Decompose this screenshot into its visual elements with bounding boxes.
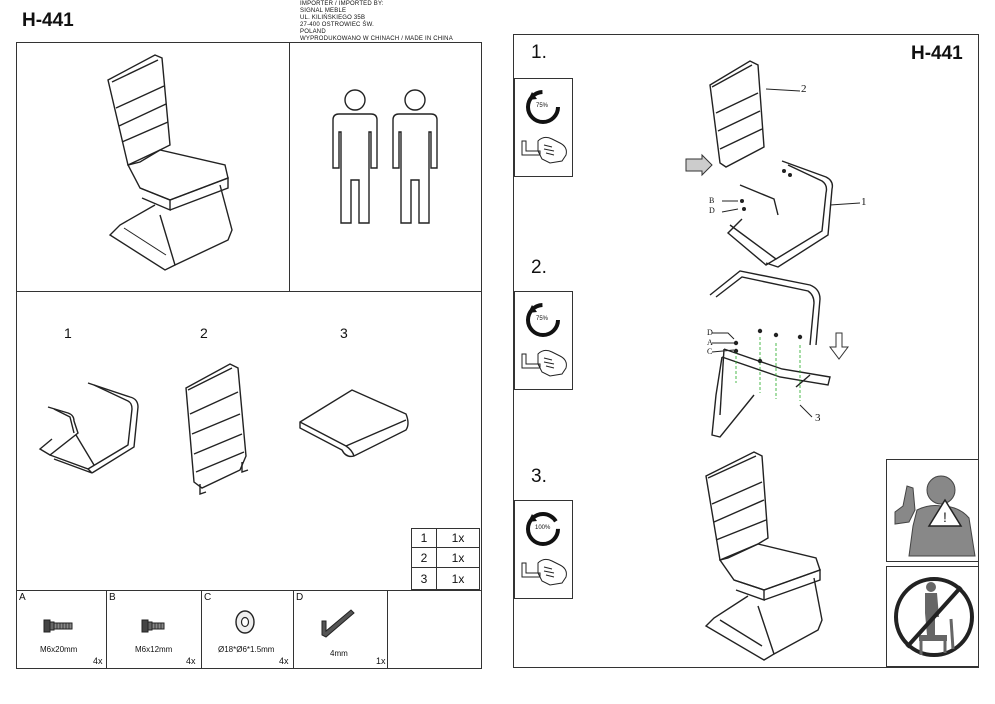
importer-line: POLAND (300, 29, 326, 35)
hardware-name: 4mm (330, 649, 348, 658)
hand-wrench-icon (521, 349, 567, 377)
part-2-backrest-illustration (185, 363, 249, 495)
tighten-box-step-3: 100% (514, 500, 573, 599)
step-2-assembly-illustration (709, 270, 849, 438)
hardware-cell-d: D 4mm 1x (293, 590, 388, 669)
hardware-name: M6x12mm (135, 645, 173, 654)
callout-label: 1 (861, 196, 867, 208)
step-number-1: 1. (531, 42, 547, 63)
hardware-name: Ø18*Ø6*1.5mm (218, 645, 275, 654)
importer-line: UL. KILIŃSKIEGO 35B (300, 15, 366, 21)
left-divider-horizontal (16, 291, 482, 292)
tighten-percent: 75% (536, 103, 549, 109)
step-3-finished-chair-illustration (704, 451, 823, 661)
part-number-2: 2 (200, 325, 208, 341)
tighten-box-step-1: 75% (514, 78, 573, 177)
person-warning-icon: ! (894, 475, 976, 557)
callout-label: C (707, 347, 713, 356)
callout-label: D (707, 328, 713, 337)
qty-part-cell: 3 (411, 567, 437, 590)
hardware-letter: B (109, 592, 116, 603)
callout-label: 2 (801, 83, 807, 95)
warning-box-no-standing (886, 566, 979, 667)
hand-wrench-icon (521, 558, 567, 586)
warning-box-inspect: ! (886, 459, 979, 562)
hardware-qty: 4x (279, 656, 289, 666)
callout-label: B (709, 196, 715, 205)
importer-line: SIGNAL MEBLE (300, 8, 347, 14)
no-standing-on-chair-icon (894, 577, 974, 657)
importer-line: IMPORTER / IMPORTED BY: (300, 1, 384, 7)
hardware-letter: C (204, 592, 212, 603)
hardware-qty: 1x (376, 656, 386, 666)
hardware-qty: 4x (186, 656, 196, 666)
hardware-letter: D (296, 592, 304, 603)
hardware-cell-b: B M6x12mm 4x (106, 590, 202, 669)
callout-label: 3 (815, 412, 821, 424)
rotate-75-icon (526, 303, 560, 337)
left-divider-vertical (289, 42, 290, 292)
tighten-percent: 100% (535, 525, 551, 531)
left-model-title: H-441 (22, 10, 74, 31)
bolt-icon (43, 619, 73, 633)
qty-value-cell: 1x (436, 528, 480, 548)
hardware-cell-c: C Ø18*Ø6*1.5mm 4x (201, 590, 294, 669)
allen-key-icon (321, 609, 355, 638)
chair-overview-illustration (107, 54, 233, 271)
right-model-title: H-441 (911, 43, 963, 64)
hardware-cell-a: A M6x20mm 4x (16, 590, 107, 669)
qty-value-cell: 1x (436, 567, 480, 590)
svg-text:!: ! (943, 509, 947, 525)
part-3-seat-illustration (299, 389, 409, 458)
part-number-1: 1 (64, 325, 72, 341)
tighten-percent: 75% (536, 316, 549, 322)
hardware-qty: 4x (93, 656, 103, 666)
rotate-75-icon (526, 90, 560, 124)
hardware-letter: A (19, 592, 26, 603)
callout-label: A (707, 338, 713, 347)
step-number-3: 3. (531, 466, 547, 487)
two-persons-icon (332, 89, 438, 224)
qty-part-cell: 2 (411, 547, 437, 568)
rotate-100-icon (526, 512, 560, 546)
qty-part-cell: 1 (411, 528, 437, 548)
step-1-assembly-illustration (685, 60, 861, 268)
importer-info: IMPORTER / IMPORTED BY: SIGNAL MEBLE UL.… (300, 1, 453, 43)
callout-label: D (709, 206, 715, 215)
part-1-frame-illustration (38, 382, 139, 474)
hand-wrench-icon (521, 136, 567, 164)
right-sheet-frame (513, 34, 979, 668)
hardware-name: M6x20mm (40, 645, 78, 654)
step-number-2: 2. (531, 257, 547, 278)
importer-line: WYPRODUKOWANO W CHINACH / MADE IN CHINA (300, 36, 453, 42)
short-bolt-icon (141, 619, 165, 633)
washer-icon (235, 610, 255, 634)
importer-line: 27-400 OSTROWIEC ŚW. (300, 22, 375, 28)
qty-value-cell: 1x (436, 547, 480, 568)
tighten-box-step-2: 75% (514, 291, 573, 390)
part-number-3: 3 (340, 325, 348, 341)
